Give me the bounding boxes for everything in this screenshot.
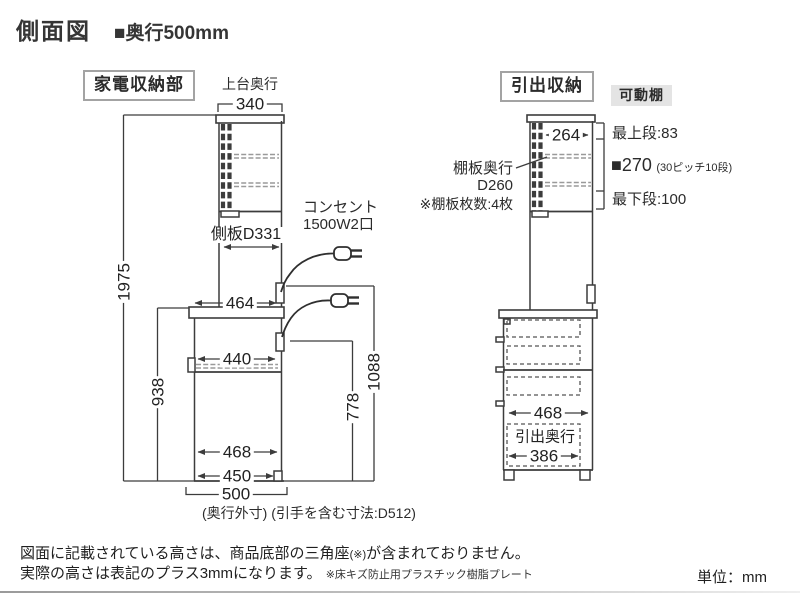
pitch-note-sub: (30ピッチ10段) xyxy=(656,162,733,174)
unit-label: 単位：mm xyxy=(697,569,767,586)
outlet-label-1: コンセント xyxy=(303,199,379,216)
outlet-box-upper xyxy=(275,282,285,304)
power-plug-icon-2 xyxy=(281,293,359,338)
dim-464: 464 xyxy=(222,294,258,312)
bottom-divider xyxy=(0,591,800,593)
shelf-depth-label-2: D260 xyxy=(477,177,513,194)
dim-1088: 1088 xyxy=(364,351,384,393)
bottom-row-note: 最下段:100 xyxy=(612,191,687,208)
power-plug-icon xyxy=(280,246,362,293)
outlet-label-2: 1500W2口 xyxy=(303,216,374,233)
dim-778: 778 xyxy=(343,390,363,424)
movable-shelf-tag: 可動棚 xyxy=(611,85,672,107)
note2-small: ※床キズ防止用プラスチック樹脂プレート xyxy=(325,569,533,581)
dim-340: 340 xyxy=(232,95,268,113)
dim-386: 386 xyxy=(526,447,562,465)
page-title: 側面図 xyxy=(16,18,91,44)
appliance-cabinet-outline xyxy=(187,114,285,482)
footer-note-line2: 実際の高さは表記のプラス3mmになります。 ※床キズ防止用プラスチック樹脂プレー… xyxy=(20,564,533,584)
depth-label: ■奥行500mm xyxy=(114,23,229,44)
dim-264: 264 xyxy=(548,126,584,144)
dim-440: 440 xyxy=(219,350,255,368)
upper-shelves-right xyxy=(545,153,591,187)
note1-sup: (※) xyxy=(349,549,367,561)
dim-500: 500 xyxy=(218,485,254,503)
top-row-note: 最上段:83 xyxy=(612,125,678,142)
drawer-depth-label: 引出奥行 xyxy=(511,429,579,445)
top-depth-caption: 上台奥行 xyxy=(220,76,280,92)
footer-note-line1: 図面に記載されている高さは、商品底部の三角座(※)が含まれておりません。 xyxy=(20,544,530,564)
left-footnote: (奥行外寸) (引手を含む寸法:D512) xyxy=(202,505,416,521)
shelf-count-note: ※棚板枚数:4枚 xyxy=(419,196,513,212)
appliance-section-label: 家電収納部 xyxy=(83,70,195,101)
drawer-section-label: 引出収納 xyxy=(500,71,594,102)
pitch-note: ■270 (30ピッチ10段) xyxy=(611,155,732,176)
dim-1975: 1975 xyxy=(114,261,134,303)
side-panel-label: 側板D331 xyxy=(207,227,285,243)
drawer-boxes xyxy=(506,319,581,467)
upper-shelves xyxy=(234,153,279,188)
outlet-box-right xyxy=(586,284,596,304)
note1-tail: が含まれておりません。 xyxy=(366,545,530,562)
dim-938: 938 xyxy=(148,375,168,409)
note2-main: 実際の高さは表記のプラス3mmになります。 xyxy=(20,565,322,582)
drawer-cabinet-outline xyxy=(495,114,598,481)
foot-block xyxy=(273,470,283,482)
dim-468-left: 468 xyxy=(219,443,255,461)
shelf-depth-label-1: 棚板奥行 xyxy=(452,160,513,177)
outlet-box-lower xyxy=(275,332,285,352)
note1-main: 図面に記載されている高さは、商品底部の三角座 xyxy=(20,545,350,562)
pitch-note-main: ■270 xyxy=(611,155,652,175)
dim-468-right: 468 xyxy=(530,404,566,422)
dim-450: 450 xyxy=(219,467,255,485)
